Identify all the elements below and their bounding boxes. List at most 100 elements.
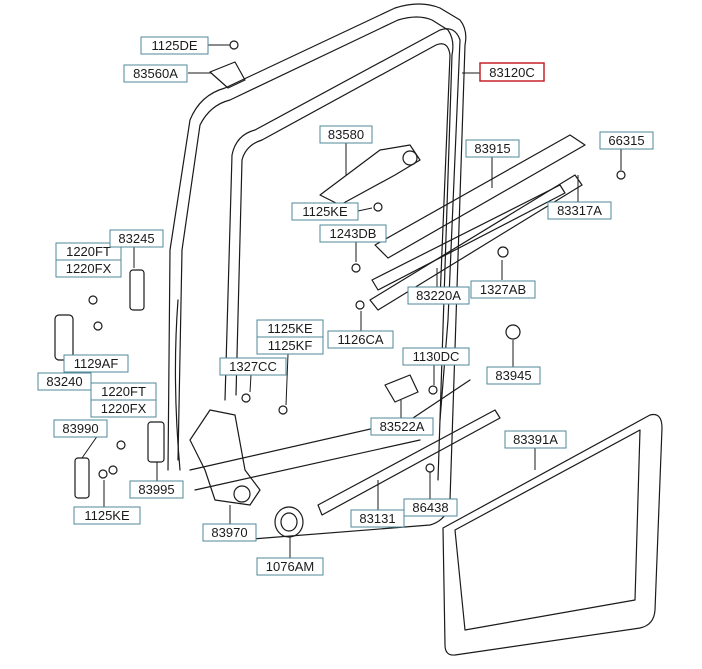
label-83580[interactable]: 83580 [319,125,373,144]
label-1076AM[interactable]: 1076AM [256,557,324,576]
grommet-inner [280,512,298,532]
bolt-1125KF [278,405,288,415]
door-window-seal-inner [235,43,451,396]
svg-text:86438: 86438 [412,500,448,515]
label-83131[interactable]: 83131 [350,509,405,528]
label-83522A[interactable]: 83522A [370,417,434,436]
hinge-83970 [189,409,261,506]
svg-text:83131: 83131 [359,511,395,526]
svg-text:1076AM: 1076AM [266,559,314,574]
label-83560A[interactable]: 83560A [123,64,188,83]
callout-labels: 1125DE 83560A 83120C 83580 83915 66315 1… [37,36,654,576]
svg-text:83220A: 83220A [416,288,461,303]
door-frame-outer [167,3,467,541]
trim-panel-83391A [442,413,663,656]
svg-text:1327AB: 1327AB [480,282,526,297]
label-1220FT-b[interactable]: 1220FT [90,382,157,401]
bolt-1126CA [355,300,365,310]
label-83915[interactable]: 83915 [465,139,520,158]
bracket-83560A [209,61,246,89]
strip-83131 [317,409,501,516]
striker-83245 [129,269,145,311]
svg-text:83522A: 83522A [380,419,425,434]
hinge-pin [233,485,251,503]
svg-text:1327CC: 1327CC [229,359,277,374]
label-83240[interactable]: 83240 [37,372,92,391]
bolt-1220FT [88,295,98,305]
label-1243DB[interactable]: 1243DB [319,224,387,243]
door-window-seal-83120C [224,28,461,421]
latch-83240 [54,314,74,361]
label-86438[interactable]: 86438 [403,498,458,517]
svg-text:83915: 83915 [474,141,510,156]
label-83995[interactable]: 83995 [129,480,184,499]
svg-text:1125KE: 1125KE [84,508,130,523]
bolt-1220FX [93,321,103,331]
label-83120C[interactable]: 83120C [479,62,545,82]
striker-83995 [147,421,165,463]
label-1327AB[interactable]: 1327AB [470,280,536,299]
svg-text:1125DE: 1125DE [151,38,197,53]
cap-83945 [505,324,521,340]
bolt-1125KE-top [373,202,383,212]
svg-text:83120C: 83120C [489,65,535,80]
rail-83915 [374,134,586,259]
svg-text:1130DC: 1130DC [413,349,460,364]
door-frame-inner-1 [177,16,454,481]
bolt-66315 [616,170,626,180]
svg-text:83240: 83240 [46,374,82,389]
svg-text:1126CA: 1126CA [337,332,383,347]
label-1125KF[interactable]: 1125KF [256,336,324,355]
label-1125KE-top[interactable]: 1125KE [291,202,359,221]
svg-text:83580: 83580 [328,127,364,142]
svg-text:83995: 83995 [138,482,174,497]
label-1125KE-low[interactable]: 1125KE [73,506,141,525]
svg-text:1125KE: 1125KE [302,204,348,219]
svg-text:83990: 83990 [62,421,98,436]
svg-text:66315: 66315 [608,133,644,148]
label-83945[interactable]: 83945 [486,366,541,385]
svg-text:1220FX: 1220FX [101,401,147,416]
label-1220FX-b[interactable]: 1220FX [90,399,157,418]
label-83317A[interactable]: 83317A [547,201,612,220]
svg-text:1220FX: 1220FX [66,261,112,276]
svg-text:83560A: 83560A [133,66,178,81]
label-1126CA[interactable]: 1126CA [327,330,394,349]
svg-text:83945: 83945 [495,368,531,383]
label-66315[interactable]: 66315 [599,131,654,150]
svg-text:83317A: 83317A [557,203,602,218]
bolt-1220FT-b [116,440,126,450]
svg-text:1125KF: 1125KF [268,338,313,353]
grommet-1076AM [274,506,304,538]
label-83970[interactable]: 83970 [202,523,257,542]
label-1130DC[interactable]: 1130DC [402,347,470,366]
label-1220FX-a[interactable]: 1220FX [55,259,122,278]
label-1220FT-a[interactable]: 1220FT [55,242,122,261]
nut-1327CC [241,393,251,403]
leader-lines [64,44,622,558]
bracket-83522A [384,374,419,403]
label-83990[interactable]: 83990 [53,419,108,438]
label-83245[interactable]: 83245 [109,229,164,248]
label-1129AF[interactable]: 1129AF [63,354,129,373]
svg-text:1125KE: 1125KE [267,321,313,336]
svg-text:1243DB: 1243DB [330,226,377,241]
trim-panel-inner [454,429,641,631]
svg-text:83970: 83970 [211,525,247,540]
rail-83220A [371,184,566,291]
svg-text:83245: 83245 [118,231,154,246]
clip-86438 [425,463,435,473]
svg-text:1220FT: 1220FT [66,244,111,259]
label-83220A[interactable]: 83220A [407,286,470,305]
label-83391A[interactable]: 83391A [504,430,567,449]
bolt-1243DB [351,263,361,273]
bolt-1125DE [229,40,239,50]
label-1125KE-mid[interactable]: 1125KE [256,319,324,338]
rail-83317A [369,174,583,311]
nut-1327AB [497,246,509,258]
svg-text:1129AF: 1129AF [74,356,119,371]
label-1125DE[interactable]: 1125DE [140,36,209,55]
label-1327CC[interactable]: 1327CC [219,357,287,376]
